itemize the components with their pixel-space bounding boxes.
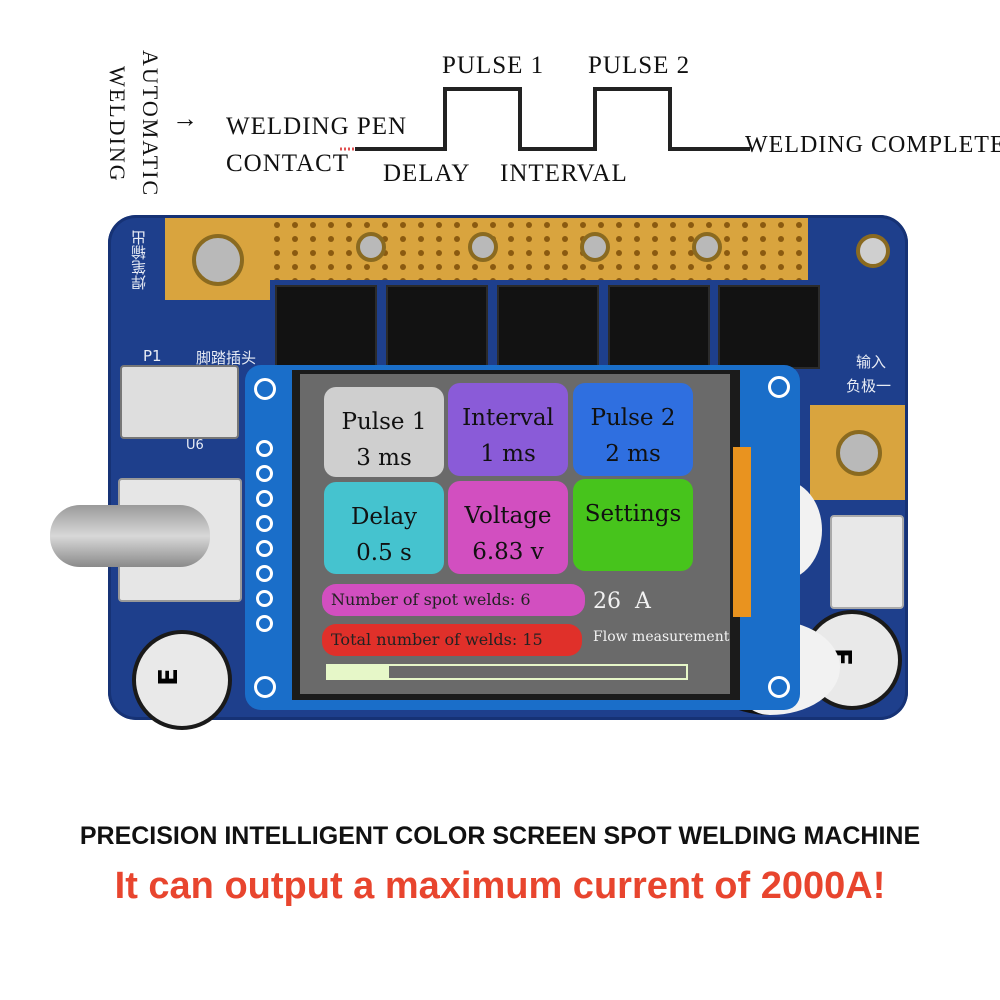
capacitor-left bbox=[132, 630, 232, 730]
arrow-right-icon: → bbox=[172, 104, 198, 133]
pedal-jack bbox=[120, 365, 239, 439]
mount-hole-right bbox=[836, 430, 882, 476]
pulse1-label: PULSE 1 bbox=[442, 52, 545, 79]
flow-measurement-label: Flow measurement bbox=[593, 629, 730, 645]
interval-title: Interval bbox=[462, 405, 554, 431]
interval-label: INTERVAL bbox=[500, 160, 628, 187]
output-silkscreen: 焊笔输出 bbox=[130, 230, 148, 290]
automatic-label: AUTOMATIC bbox=[138, 50, 163, 198]
header-pin-5 bbox=[256, 540, 273, 557]
mosfet-1 bbox=[275, 285, 377, 369]
product-subheadline: It can output a maximum current of 2000A… bbox=[114, 865, 886, 907]
screw-1 bbox=[356, 232, 386, 262]
pulse2-tile[interactable]: Pulse 2 2 ms bbox=[573, 383, 693, 476]
product-headline: PRECISION INTELLIGENT COLOR SCREEN SPOT … bbox=[79, 822, 921, 850]
mount-hole-top-left bbox=[192, 234, 244, 286]
screw-2 bbox=[468, 232, 498, 262]
mosfet-3 bbox=[497, 285, 599, 369]
pulse2-value: 2 ms bbox=[605, 440, 661, 467]
header-pin-3 bbox=[256, 490, 273, 507]
header-pin-2 bbox=[256, 465, 273, 482]
voltage-tile[interactable]: Voltage 6.83 v bbox=[448, 481, 568, 574]
voltage-title: Voltage bbox=[464, 503, 552, 529]
screen-hole-tr bbox=[768, 376, 790, 398]
pulse2-title: Pulse 2 bbox=[590, 405, 676, 431]
screen-hole-bl bbox=[254, 676, 276, 698]
settings-title: Settings bbox=[584, 501, 682, 527]
input-silkscreen-2: 负极一 bbox=[846, 377, 892, 395]
progress-bar bbox=[326, 664, 688, 680]
flex-cable bbox=[733, 447, 751, 617]
side-connector bbox=[830, 515, 904, 609]
progress-bar-fill bbox=[328, 666, 389, 678]
pulse1-tile[interactable]: Pulse 1 3 ms bbox=[324, 387, 444, 477]
screw-3 bbox=[580, 232, 610, 262]
pedal-silkscreen: 脚踏插头 bbox=[196, 349, 257, 367]
delay-value: 0.5 s bbox=[356, 539, 412, 566]
mount-hole-top-right bbox=[856, 234, 890, 268]
total-welds-pill: Total number of welds: 15 bbox=[322, 624, 582, 656]
pulse1-title: Pulse 1 bbox=[341, 409, 427, 435]
pen-contact-label-1: WELDING PEN bbox=[226, 113, 408, 140]
pen-contact-label-2: CONTACT bbox=[226, 150, 350, 177]
mosfet-5 bbox=[718, 285, 820, 369]
welding-completed-label: WELDING COMPLETED bbox=[745, 132, 1000, 158]
voltage-value: 6.83 v bbox=[472, 538, 544, 565]
spot-welds-pill: Number of spot welds: 6 bbox=[322, 584, 585, 616]
screen-hole-br bbox=[768, 676, 790, 698]
mosfet-4 bbox=[608, 285, 710, 369]
pulse1-value: 3 ms bbox=[356, 444, 412, 471]
screw-4 bbox=[692, 232, 722, 262]
settings-tile[interactable]: Settings bbox=[573, 479, 693, 571]
delay-tile[interactable]: Delay 0.5 s bbox=[324, 482, 444, 574]
header-pin-1 bbox=[256, 440, 273, 457]
capacitor-left-mark: E bbox=[153, 668, 184, 686]
pulse2-label: PULSE 2 bbox=[588, 52, 691, 79]
header-pin-6 bbox=[256, 565, 273, 582]
delay-label: DELAY bbox=[383, 160, 471, 187]
encoder-knob[interactable] bbox=[50, 505, 210, 567]
mosfet-2 bbox=[386, 285, 488, 369]
p1-silkscreen: P1 bbox=[143, 347, 162, 365]
u6-silkscreen: U6 bbox=[186, 438, 204, 453]
screen-hole-tl bbox=[254, 378, 276, 400]
current-readout: 26 A bbox=[593, 589, 651, 614]
delay-title: Delay bbox=[350, 504, 418, 530]
header-pin-4 bbox=[256, 515, 273, 532]
pulse-waveform bbox=[340, 87, 750, 151]
input-silkscreen-1: 输入 bbox=[856, 353, 887, 371]
header-pin-8 bbox=[256, 615, 273, 632]
interval-value: 1 ms bbox=[480, 440, 536, 467]
header-pin-7 bbox=[256, 590, 273, 607]
copper-perforation bbox=[268, 218, 808, 280]
welding-label: WELDING bbox=[105, 66, 130, 183]
interval-tile[interactable]: Interval 1 ms bbox=[448, 383, 568, 476]
